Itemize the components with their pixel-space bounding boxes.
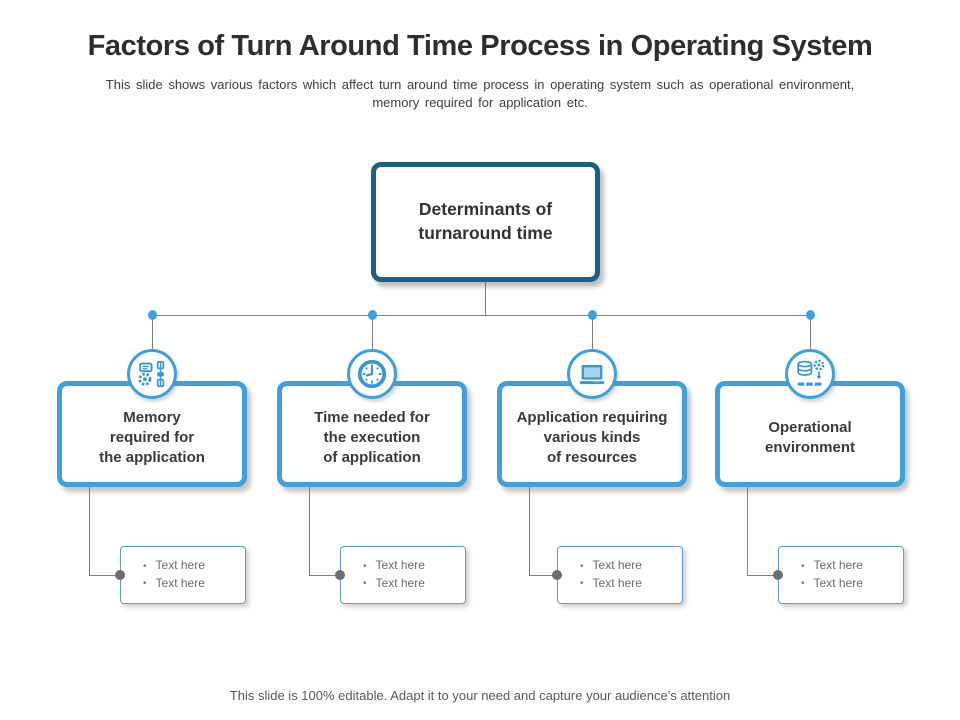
bullet-glyph: • [580,578,584,590]
note-box-3: • Text here • Text here [557,546,683,604]
bullet-glyph: • [801,560,805,572]
memory-gears-icon [127,349,177,399]
bullet-glyph: • [363,560,367,572]
bullet-glyph: • [143,560,147,572]
branch-dot-3 [588,310,597,320]
connector-branch-4 [810,315,811,352]
laptop-icon [567,349,617,399]
note-box-2: • Text here • Text here [340,546,466,604]
bullet-glyph: • [580,560,584,572]
note-text: Text here [375,558,425,573]
connector-note-v-3 [529,487,530,576]
note-text: Text here [592,576,642,590]
note-dot-1 [115,570,125,580]
note-text: Text here [813,576,863,590]
list-item: • Text here [363,558,465,574]
page-title: Factors of Turn Around Time Process in O… [87,30,873,62]
branch-dot-4 [806,310,815,320]
list-item: • Text here [801,576,903,592]
branch-dot-2 [368,310,377,320]
editable-note: This slide is 100% editable. Adapt it to… [229,688,731,703]
note-text: Text here [592,558,642,573]
connector-root-vertical [485,282,486,316]
connector-branch-2 [372,315,373,352]
connector-note-v-1 [89,487,90,576]
connector-note-h-3 [529,575,557,576]
connector-note-h-2 [309,575,340,576]
list-item: • Text here [363,576,465,592]
connector-note-h-4 [747,575,778,576]
branch-dot-1 [148,310,157,320]
connector-note-v-4 [747,487,748,576]
note-text: Text here [375,576,425,590]
connector-branch-3 [592,315,593,352]
note-dot-3 [552,570,562,580]
bullet-glyph: • [801,578,805,590]
root-node-determinants: Determinants of turnaround time [371,162,600,282]
bullet-glyph: • [363,578,367,590]
connector-note-h-1 [89,575,120,576]
note-dot-4 [773,570,783,580]
list-item: • Text here [580,576,682,592]
bullet-glyph: • [143,578,147,590]
note-text: Text here [155,558,205,573]
note-text: Text here [155,576,205,590]
note-dot-2 [335,570,345,580]
connector-branch-1 [152,315,153,352]
list-item: • Text here [801,558,903,574]
list-item: • Text here [143,558,245,574]
database-gear-icon [785,349,835,399]
connector-horizontal-bus [152,315,811,316]
list-item: • Text here [580,558,682,574]
page-subtitle: This slide shows various factors which a… [105,77,855,111]
note-box-4: • Text here • Text here [778,546,904,604]
note-box-1: • Text here • Text here [120,546,246,604]
clock-icon [347,349,397,399]
list-item: • Text here [143,576,245,592]
connector-note-v-2 [309,487,310,576]
note-text: Text here [813,558,863,573]
